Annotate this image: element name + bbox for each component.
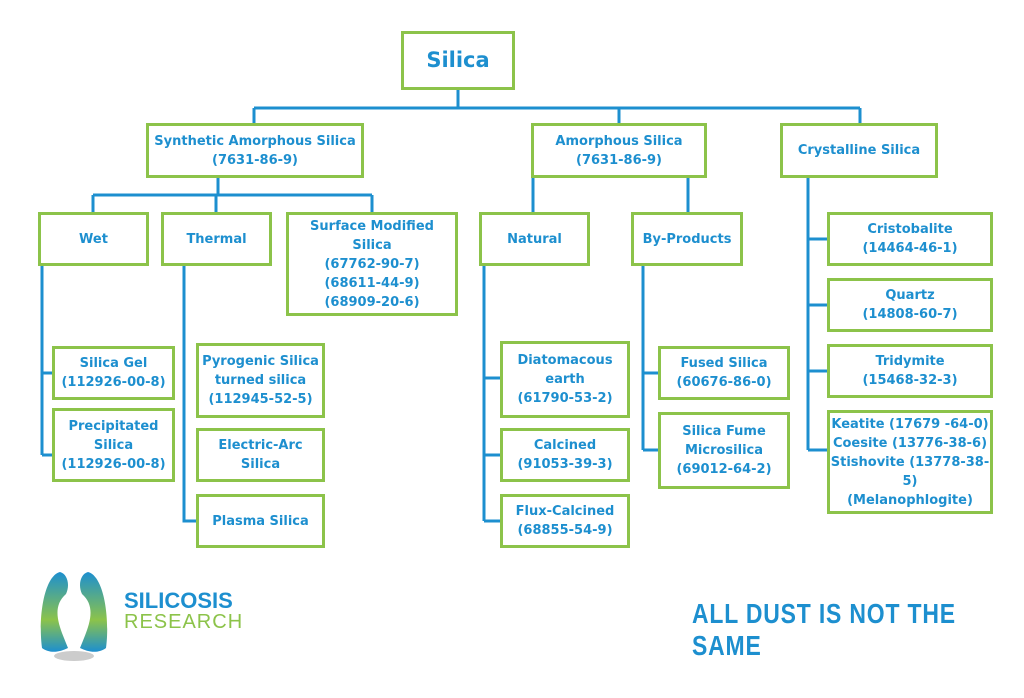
- node-label: Pyrogenic Silica: [202, 354, 319, 369]
- node-label: Plasma Silica: [212, 513, 309, 529]
- node-cas: (112926-00-8): [61, 375, 166, 390]
- node-cas: (68611-44-9): [324, 275, 420, 291]
- node-cas: (14464-46-1): [862, 241, 958, 256]
- node-diatomacous-earth: Diatomacous earth (61790-53-2): [500, 341, 630, 418]
- node-label: Wet: [79, 231, 108, 247]
- node-thermal: Thermal: [161, 212, 272, 266]
- node-label: Crystalline Silica: [797, 143, 921, 158]
- node-calcined: Calcined (91053-39-3): [500, 428, 630, 482]
- node-label: Cristobalite: [867, 222, 953, 237]
- node-label: Flux-Calcined: [515, 504, 615, 519]
- node-cas: (7631-86-9): [576, 152, 662, 168]
- node-label: Fused Silica: [680, 356, 768, 371]
- logo-text-silicosis: SILICOSIS: [124, 588, 233, 613]
- node-label: Silica: [426, 48, 490, 72]
- node-cas: (69012-64-2): [676, 462, 772, 477]
- node-quartz: Quartz (14808-60-7): [827, 278, 993, 332]
- node-electric-arc-silica: Electric-Arc Silica: [196, 428, 325, 482]
- node-label: Coesite (13776-38-6): [832, 435, 988, 451]
- lungs-logo-icon: [40, 572, 108, 661]
- node-label: Quartz: [885, 288, 935, 303]
- node-cas: (14808-60-7): [862, 307, 958, 322]
- node-natural: Natural: [479, 212, 590, 266]
- node-silica-gel: Silica Gel (112926-00-8): [52, 346, 175, 400]
- node-cas: (61790-53-2): [517, 391, 613, 406]
- node-label: By-Products: [642, 231, 732, 247]
- node-label: Electric-Arc Silica: [218, 438, 303, 472]
- node-wet: Wet: [38, 212, 149, 266]
- node-cas: (91053-39-3): [517, 457, 613, 472]
- node-synthetic-amorphous-silica: Synthetic Amorphous Silica (7631-86-9): [146, 123, 364, 178]
- node-label: Surface Modified Silica: [310, 218, 434, 253]
- node-label: Silica Fume: [682, 424, 766, 439]
- node-cas: (67762-90-7): [324, 256, 420, 272]
- node-label: Thermal: [186, 231, 247, 247]
- node-label: Diatomacous: [517, 353, 613, 368]
- node-by-products: By-Products: [631, 212, 743, 266]
- node-cas: (15468-32-3): [862, 373, 958, 388]
- node-surface-modified-silica: Surface Modified Silica (67762-90-7) (68…: [286, 212, 458, 316]
- node-label: Stishovite (13778-38-5): [830, 454, 990, 489]
- node-label: Amorphous Silica: [555, 133, 683, 149]
- logo-text-research: RESEARCH: [124, 611, 244, 633]
- node-pyrogenic-silica: Pyrogenic Silica turned silica (112945-52-…: [196, 343, 325, 418]
- node-label: Synthetic Amorphous Silica: [154, 133, 356, 149]
- node-other-crystalline: Keatite (17679 -64-0) Coesite (13776-38-…: [827, 410, 993, 514]
- tagline: ALL DUST IS NOT THE SAME: [692, 598, 956, 661]
- node-crystalline-silica: Crystalline Silica: [780, 123, 938, 178]
- node-cas: (112926-00-8): [61, 456, 166, 472]
- node-cas: (68855-54-9): [517, 523, 613, 538]
- node-label: Tridymite: [875, 354, 945, 369]
- node-label: Silica: [93, 437, 134, 453]
- node-plasma-silica: Plasma Silica: [196, 494, 325, 548]
- node-cas: (7631-86-9): [212, 152, 298, 168]
- node-label: Calcined: [533, 438, 597, 453]
- node-label: Precipitated: [68, 418, 159, 434]
- node-tridymite: Tridymite (15468-32-3): [827, 344, 993, 398]
- node-label: Silica Gel: [79, 356, 148, 371]
- node-label: earth: [545, 372, 585, 387]
- node-cristobalite: Cristobalite (14464-46-1): [827, 212, 993, 266]
- node-cas: (112945-52-5): [208, 392, 313, 407]
- node-label: (Melanophlogite): [847, 492, 973, 508]
- node-label: turned silica: [214, 373, 307, 388]
- node-cas: (60676-86-0): [676, 375, 772, 390]
- node-silica: Silica: [401, 31, 515, 90]
- node-label: Keatite (17679 -64-0): [831, 416, 989, 432]
- node-amorphous-silica: Amorphous Silica (7631-86-9): [531, 123, 707, 178]
- node-cas: (68909-20-6): [324, 294, 420, 310]
- node-flux-calcined: Flux-Calcined (68855-54-9): [500, 494, 630, 548]
- node-fused-silica: Fused Silica (60676-86-0): [658, 346, 790, 400]
- node-label: Microsilica: [684, 443, 764, 458]
- node-label: Natural: [507, 231, 562, 247]
